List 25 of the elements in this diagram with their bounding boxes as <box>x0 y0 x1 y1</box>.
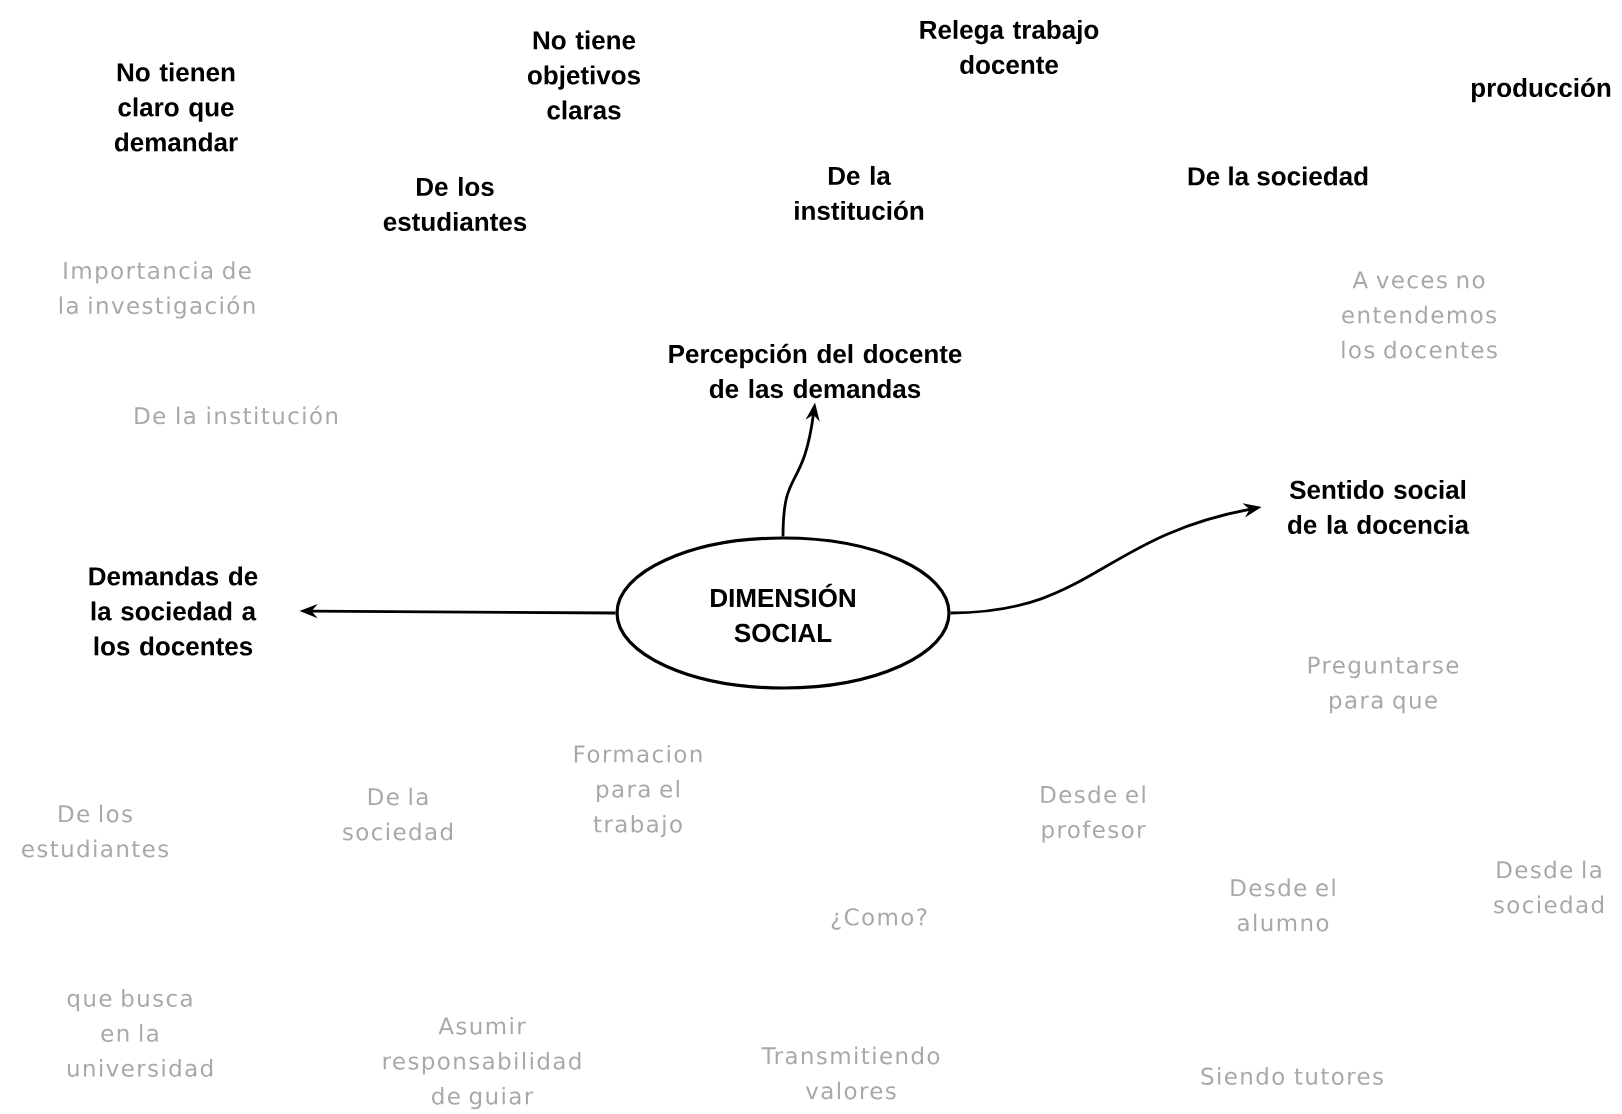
concept-heading: Percepción del docente de las demandas <box>669 343 962 399</box>
faded-concept-text: Desde el profesor <box>1041 785 1146 843</box>
faded-concept-text: Importancia de la investigación <box>59 261 255 319</box>
faded-concept-text: Siendo tutores <box>1201 1067 1383 1085</box>
concept-text: De los estudiantes <box>383 176 527 232</box>
concept-heading: Sentido social de la docencia <box>1288 479 1470 535</box>
faded-concept-text: Asumir responsabilidad de guiar <box>383 1016 581 1110</box>
faded-concept-text: A veces no entendemos los docentes <box>1342 271 1497 359</box>
concept-text: producción <box>1471 77 1611 103</box>
faded-concept-text: Formacion para el trabajo <box>574 744 702 838</box>
faded-concept-text: De la sociedad <box>343 787 452 841</box>
faded-concept-text: Preguntarse para que <box>1308 656 1459 714</box>
concept-text: De la institución <box>795 165 924 221</box>
concept-heading: Demandas de la sociedad a los docentes <box>89 566 258 656</box>
concept-text: No tienen claro que demandar <box>114 62 238 152</box>
faded-concept-text: Transmitiendo valores <box>761 1046 940 1100</box>
faded-concept-text: Desde la sociedad <box>1494 860 1603 914</box>
faded-concept-text: De la institución <box>135 405 337 425</box>
faded-concept-text: De los estudiantes <box>22 804 169 858</box>
faded-concept-text: Desde el alumno <box>1231 878 1335 932</box>
concept-text: De la sociedad <box>1188 166 1368 186</box>
faded-concept-text: que busca en la universidad <box>67 989 213 1077</box>
concept-text: No tiene objetivos claras <box>527 30 640 120</box>
concept-text: Relega trabajo docente <box>920 19 1099 75</box>
faded-concept-text: ¿Como? <box>831 908 927 930</box>
